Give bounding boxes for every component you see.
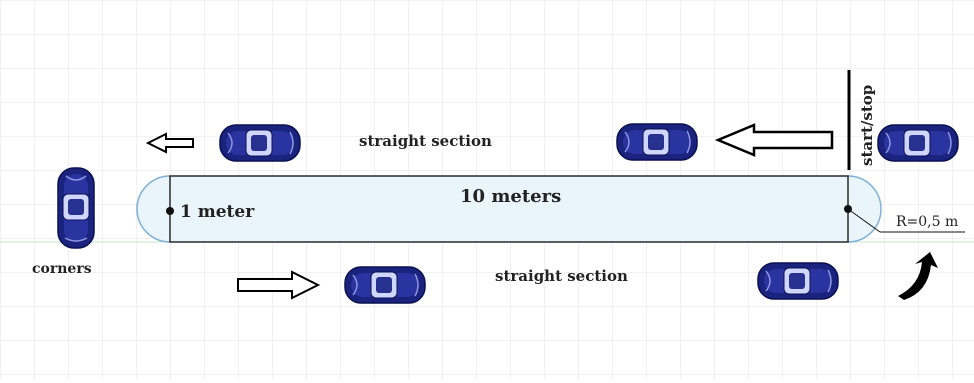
length-label: 10 meters	[460, 186, 562, 207]
right-arrow-icon	[237, 270, 321, 300]
start-stop-label: start/stop	[858, 84, 876, 166]
left-center-dot	[166, 207, 174, 215]
left-arrow-small-icon	[145, 132, 194, 154]
car-icon	[57, 167, 95, 249]
width-label: 1 meter	[180, 202, 255, 222]
right-corner-semicircle	[847, 175, 882, 243]
straight-section-top-label: straight section	[359, 132, 492, 150]
radius-line	[847, 208, 881, 233]
car-icon	[616, 123, 698, 161]
left-arrow-large-icon	[714, 123, 834, 157]
curved-up-arrow-icon	[898, 252, 938, 300]
radius-label: R=0,5 m	[896, 214, 959, 230]
car-icon	[344, 266, 426, 304]
car-icon	[219, 124, 301, 162]
corners-label: corners	[32, 261, 92, 277]
car-icon	[757, 262, 839, 300]
left-corner-semicircle	[136, 175, 171, 243]
straight-section-bottom-label: straight section	[495, 267, 628, 285]
car-icon	[877, 124, 959, 162]
